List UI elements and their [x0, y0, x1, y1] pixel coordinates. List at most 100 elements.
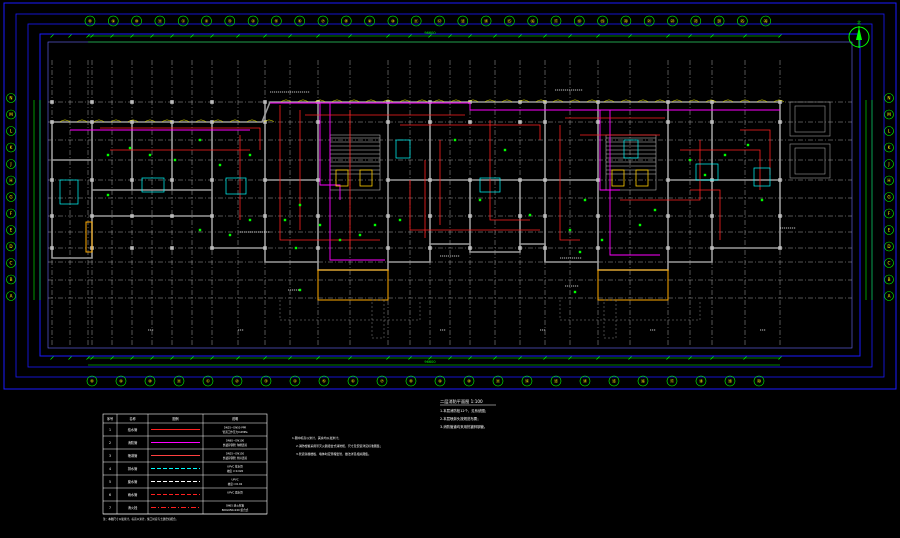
axis-bubble: ⑯	[637, 375, 649, 387]
axis-label: ⑲	[600, 18, 605, 25]
dimension-lines	[33, 34, 873, 366]
axis-label: K	[10, 145, 13, 150]
axis-label: ㉓	[694, 18, 699, 25]
axis-bubble: ⑳	[620, 15, 632, 27]
legend-desc: DN25~DN150	[226, 452, 245, 456]
axis-bubble: ⑩	[131, 15, 142, 27]
axis-label: ㉕	[740, 18, 745, 25]
legend-name: 给水管	[128, 427, 138, 432]
axis-label: E	[888, 228, 891, 233]
north-arrow: 北	[848, 19, 870, 48]
axis-bubble: ⑫	[521, 375, 533, 387]
axis-bubble: ④	[247, 15, 259, 27]
axis-label: ⑧	[409, 379, 413, 384]
axis-bubble: ⑧	[405, 375, 417, 387]
axis-label: ⑧	[88, 19, 92, 24]
axis-label: ⑤	[275, 19, 279, 24]
overall-dimension-top: 96600	[424, 31, 435, 35]
sanitary-fixtures	[59, 139, 771, 205]
axis-label: N	[887, 96, 890, 101]
axis-bubble: E	[884, 225, 894, 235]
axis-label: A	[888, 294, 891, 299]
north-windows	[59, 99, 785, 123]
axis-label: D	[9, 244, 12, 249]
axis-label: ⑬	[461, 18, 466, 25]
axis-bubble: B	[6, 274, 16, 285]
axis-bubble: ⑳	[753, 375, 765, 387]
legend-desc: SN65 消火栓箱	[226, 504, 244, 508]
axis-bubble: ⑦	[376, 375, 388, 387]
legend-name: 喷淋管	[128, 453, 138, 458]
axis-label: ⑥	[351, 379, 355, 384]
building-walls	[51, 101, 781, 271]
axis-bubble: ㉖	[760, 15, 772, 27]
legend-no: 2	[109, 441, 111, 445]
axis-bubble: ⑨	[434, 375, 446, 387]
axis-label: ⑱	[577, 18, 582, 25]
axis-bubble: K	[6, 142, 16, 153]
axis-label: ④	[251, 19, 255, 24]
axis-bubble: ㉑	[643, 15, 655, 27]
axis-bubble: ①	[202, 375, 214, 387]
axis-bubble: ⑰	[550, 15, 562, 27]
title-note-1: 1.本层消防栓12个，见系统图；	[440, 408, 488, 413]
roof-shafts	[789, 101, 831, 179]
axis-label: ⑦	[380, 379, 384, 384]
axis-bubble: ⑬	[550, 375, 562, 387]
fire-pipes	[70, 102, 780, 261]
axis-bubble: N	[884, 93, 894, 103]
axis-label: ⑧	[344, 19, 348, 24]
axis-label: ⑨	[111, 19, 115, 24]
axis-label: M	[9, 112, 13, 117]
axis-bubble: H	[6, 175, 16, 186]
axis-label: F	[10, 211, 13, 216]
axis-bubble: ⑨	[108, 15, 119, 27]
axis-label: G	[887, 195, 890, 200]
overall-dimension-bottom: 96600	[424, 360, 435, 364]
axis-label: ⑱	[699, 378, 704, 385]
axis-bubble: C	[884, 258, 894, 268]
axis-label: ⑫	[437, 18, 442, 25]
axis-bubble: ③	[260, 375, 272, 387]
legend-name: 消防管	[128, 440, 138, 445]
axis-bubble: ⑫	[434, 15, 445, 27]
axis-label: ⑲	[728, 378, 733, 385]
legend-desc: UPVC	[231, 478, 238, 482]
axis-bubble: ⑬	[457, 15, 469, 27]
axis-bubble: ⑭	[480, 15, 492, 27]
axis-label: ⑨	[368, 19, 372, 24]
axis-label: ③	[228, 19, 232, 24]
legend-name: 雨水管	[128, 492, 138, 497]
axis-bubble: ⑩	[463, 375, 475, 387]
axis-label: H	[887, 178, 890, 183]
axis-label: G	[9, 195, 12, 200]
axis-bubble: ⑧	[340, 15, 352, 27]
axis-bubble: L	[884, 126, 894, 136]
axis-bubble: J	[6, 159, 16, 169]
axis-label: ⑦	[321, 19, 325, 24]
axis-bubble: B	[884, 274, 894, 285]
legend-header: 名称	[129, 416, 136, 421]
axis-label: ㉔	[717, 18, 722, 25]
axis-label: ⑫	[525, 378, 530, 385]
axis-bubble: M	[884, 109, 894, 120]
legend-desc: 坡度 i=0.02	[228, 482, 243, 486]
axis-bubble: ③	[224, 15, 236, 27]
axis-bubble: ⑥	[294, 15, 306, 27]
legend-desc: 管道工作压力0.6MPa	[223, 430, 248, 434]
axis-label: ⑪	[496, 378, 501, 385]
axis-label: C	[10, 261, 13, 266]
axis-label: ⑨	[119, 379, 123, 384]
axis-label: ⑪	[158, 18, 163, 25]
axis-bubble: G	[6, 192, 16, 202]
axis-bubble: ㉓	[690, 15, 702, 27]
axis-label: ④	[293, 379, 297, 384]
